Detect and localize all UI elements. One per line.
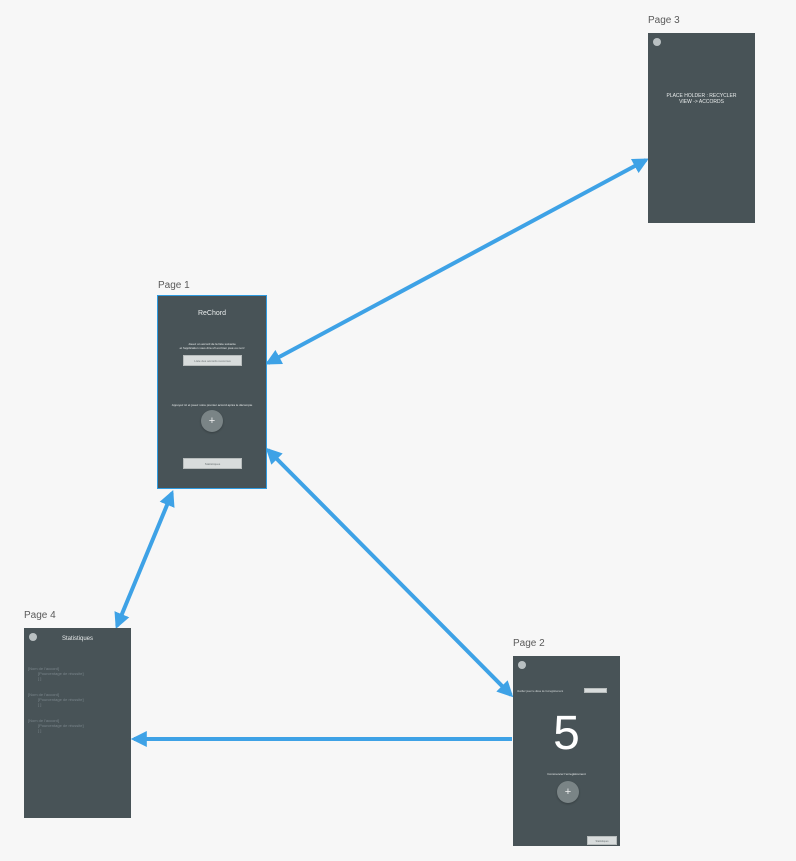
arrow-page1-page3: [265, 158, 649, 365]
stats-button[interactable]: Statistiques: [183, 458, 242, 469]
start-record-button[interactable]: +: [557, 781, 579, 803]
close-icon[interactable]: [518, 661, 526, 669]
stats-title: Statistiques: [61, 636, 94, 642]
page2-screen[interactable]: Veuillez jouer le dièse de l'enregistrem…: [513, 656, 620, 846]
entry-bracket: [ ]: [38, 702, 42, 707]
chord-name: [Nom de l'accord]: [28, 692, 59, 697]
chord-name: [Nom de l'accord]: [28, 718, 59, 723]
recording-header-text: Veuillez jouer le dièse de l'enregistrem…: [517, 690, 564, 693]
success-percent: [Pourcentage de réussite]: [38, 671, 84, 676]
arrow-page1-page4: [114, 490, 175, 629]
close-icon[interactable]: [29, 633, 37, 641]
start-recording-text: Commencer l'enregistrement: [547, 772, 586, 776]
stat-entry: [Nom de l'accord] [Pourcentage de réussi…: [28, 718, 84, 733]
header-button[interactable]: [584, 688, 607, 693]
chord-name: [Nom de l'accord]: [28, 666, 59, 671]
page1-screen[interactable]: ReChord Jouez un accord de la liste suiv…: [157, 295, 267, 489]
success-percent: [Pourcentage de réussite]: [38, 723, 84, 728]
page3-screen[interactable]: PLACE HOLDER : RECYCLER VIEW -> ACCORDS: [648, 33, 755, 223]
page3-label: Page 3: [648, 15, 680, 26]
page1-label: Page 1: [158, 280, 190, 291]
arrow-page1-page2: [265, 447, 514, 698]
record-button[interactable]: +: [201, 410, 223, 432]
page2-label: Page 2: [513, 638, 545, 649]
page4-label: Page 4: [24, 610, 56, 621]
chord-list-button[interactable]: Liste des accords reconnus: [183, 355, 242, 366]
record-instruction: Appuyez ici et jouez votre premier accor…: [171, 403, 253, 407]
page4-screen[interactable]: Statistiques [Nom de l'accord] [Pourcent…: [24, 628, 131, 818]
app-title: ReChord: [197, 310, 226, 317]
entry-bracket: [ ]: [38, 676, 42, 681]
entry-bracket: [ ]: [38, 728, 42, 733]
stats-button[interactable]: Statistiques: [587, 836, 617, 845]
close-icon[interactable]: [653, 38, 661, 46]
success-percent: [Pourcentage de réussite]: [38, 697, 84, 702]
intro-text-1: Jouez un accord de la liste suivante: [188, 342, 236, 346]
stat-entry: [Nom de l'accord] [Pourcentage de réussi…: [28, 666, 84, 681]
stat-entry: [Nom de l'accord] [Pourcentage de réussi…: [28, 692, 84, 707]
placeholder-text: PLACE HOLDER : RECYCLER VIEW -> ACCORDS: [666, 93, 737, 105]
intro-text-2: et l'application vous dira s'il est bien…: [179, 346, 245, 350]
countdown-number: 5: [553, 707, 580, 760]
